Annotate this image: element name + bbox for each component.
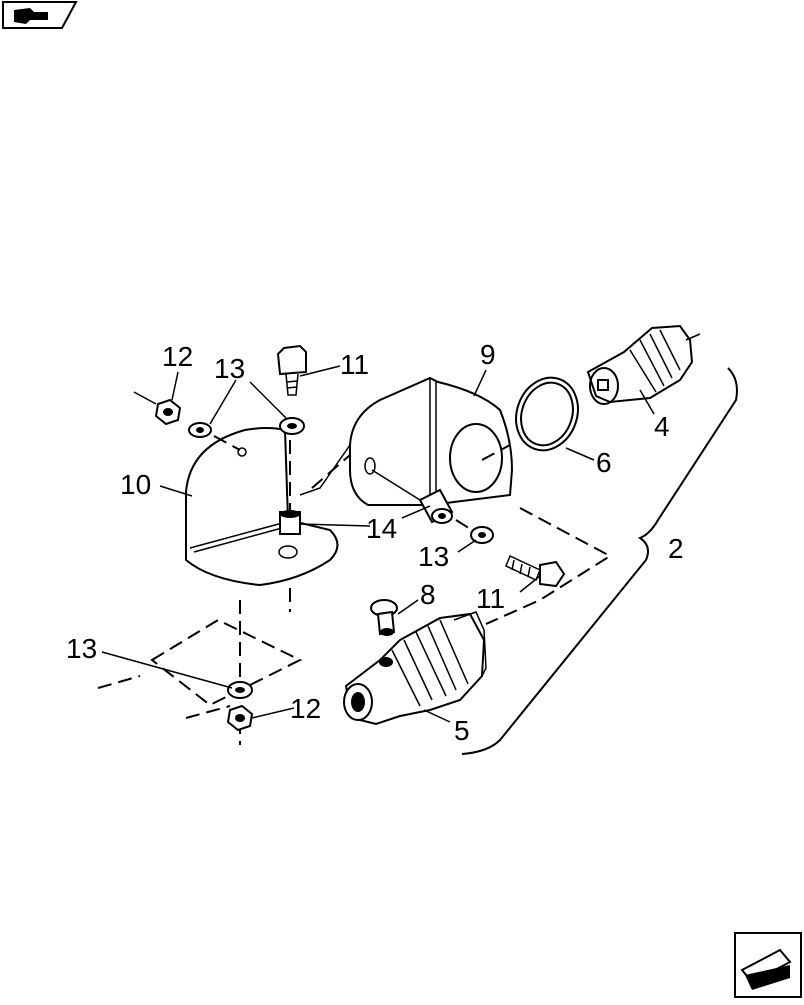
book-arrow-icon[interactable] (2, 1, 78, 29)
callout-8: 8 (420, 579, 436, 610)
callout-11-top: 11 (340, 349, 369, 380)
group-brace-2 (461, 367, 738, 755)
page-arrow-icon[interactable] (734, 932, 802, 998)
washer-13-top-left (188, 422, 212, 438)
callout-9: 9 (480, 339, 496, 370)
assembly-guides (311, 444, 612, 625)
callout-6: 6 (596, 447, 612, 478)
plug-8 (370, 599, 398, 636)
leader-lines (101, 365, 655, 723)
callout-12-top: 12 (162, 341, 193, 372)
connector-5 (343, 611, 487, 726)
bolt-11-mid (505, 554, 566, 588)
bracket-9 (299, 376, 514, 506)
spacer-14-left (279, 510, 301, 535)
callout-13-top: 13 (214, 353, 245, 384)
bolt-11-top (276, 344, 307, 512)
callout-4: 4 (654, 411, 670, 442)
callout-5: 5 (454, 715, 470, 746)
callout-10: 10 (120, 469, 151, 500)
callout-13-mid: 13 (418, 541, 449, 572)
callout-2: 2 (668, 533, 684, 564)
bracket-10 (185, 427, 339, 587)
callout-12-bottom: 12 (290, 693, 321, 724)
ring-6 (515, 376, 579, 452)
nut-12-top (133, 391, 241, 451)
spacer-14-right (371, 469, 454, 524)
washer-13-mid (455, 519, 494, 544)
connector-4 (586, 324, 701, 405)
callout-11-mid: 11 (476, 583, 505, 614)
washer-13-bottom (227, 681, 253, 699)
callout-13-bottom: 13 (66, 633, 97, 664)
nut-12-bottom (226, 704, 254, 732)
callout-14: 14 (366, 513, 397, 544)
mounting-plate (97, 588, 303, 745)
washer-13-top-right (279, 417, 305, 435)
